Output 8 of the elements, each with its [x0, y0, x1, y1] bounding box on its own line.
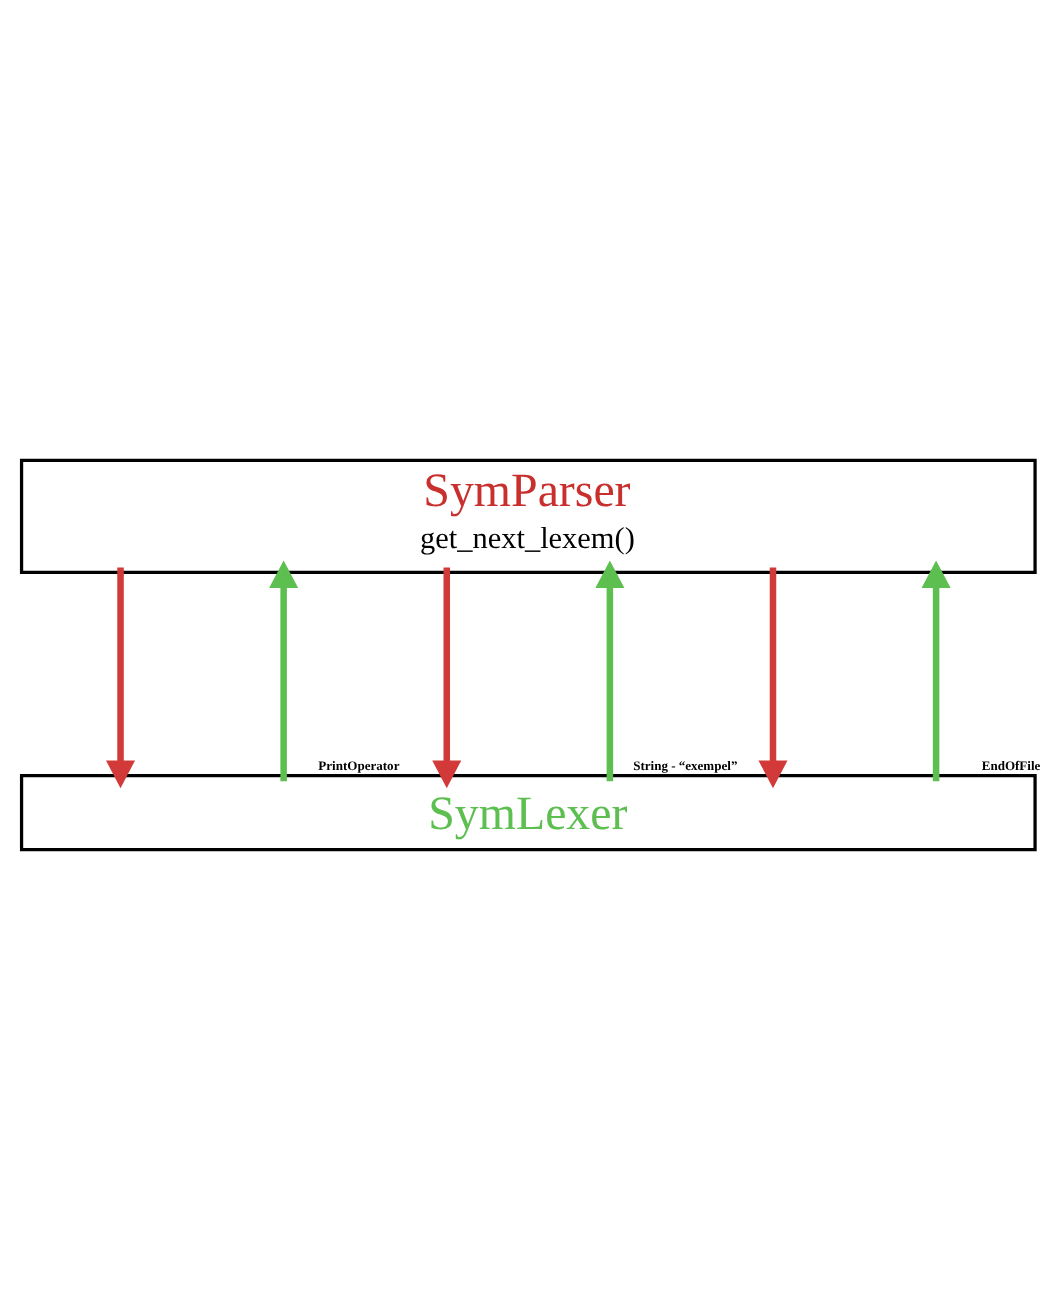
- arrow: [595, 559, 625, 781]
- node-box: SymLexer: [19, 773, 1037, 851]
- arrow: [269, 559, 299, 781]
- arrow: [921, 559, 951, 781]
- arrow: [432, 566, 462, 788]
- node-box: SymParser get_next_lexem(): [19, 457, 1037, 573]
- arrow: [106, 566, 136, 788]
- arrow: [758, 566, 788, 788]
